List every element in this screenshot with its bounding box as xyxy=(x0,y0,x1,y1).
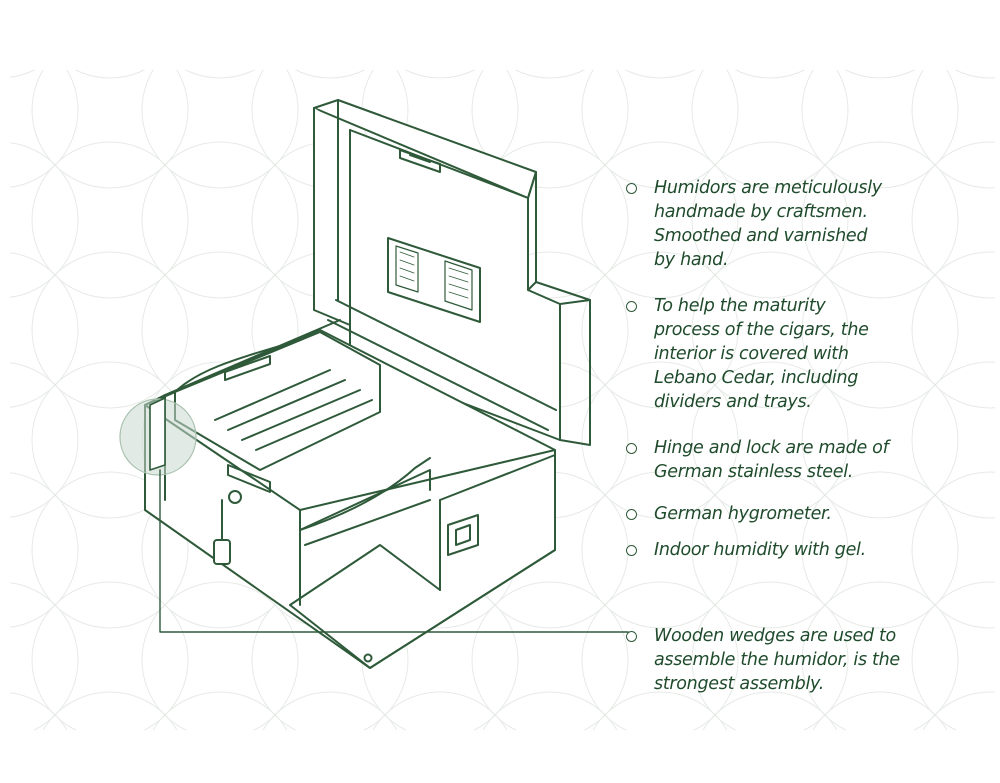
feature-text: Hinge and lock are made of German stainl… xyxy=(654,438,889,482)
feature-text: Humidors are meticulously handmade by cr… xyxy=(654,178,882,270)
feature-text: Indoor humidity with gel. xyxy=(654,540,866,560)
hygrometer xyxy=(387,237,481,323)
feature-text: Wooden wedges are used to assemble the h… xyxy=(654,626,900,694)
side-latch xyxy=(447,514,479,556)
circle-bullet-icon xyxy=(626,631,637,642)
circle-bullet-icon xyxy=(626,509,637,520)
circle-bullet-icon xyxy=(626,301,637,312)
circle-bullet-icon xyxy=(626,183,637,194)
feature-text: German hygrometer. xyxy=(654,504,832,524)
feature-text: To help the maturity process of the ciga… xyxy=(654,296,869,412)
callout-line xyxy=(159,469,629,633)
circle-bullet-icon xyxy=(626,443,637,454)
cedar-tray xyxy=(174,331,381,471)
lock-and-key xyxy=(213,464,271,565)
circle-bullet-icon xyxy=(626,545,637,556)
